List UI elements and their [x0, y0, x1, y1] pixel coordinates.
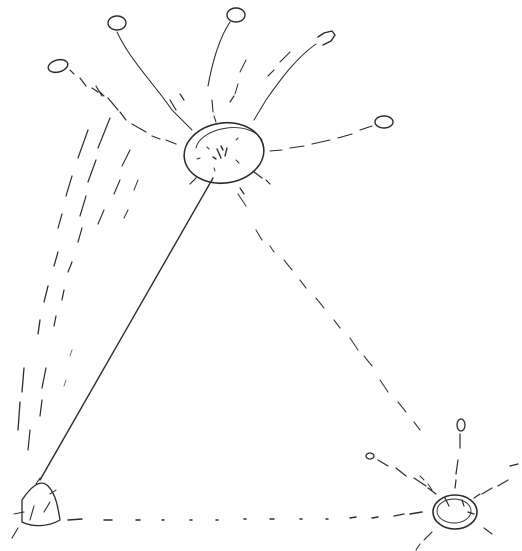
- satellite-node: [254, 31, 335, 120]
- lower-left-node: [12, 478, 60, 538]
- edge-upper-to-lower-right: [238, 194, 420, 430]
- left-arc-strokes: [18, 118, 138, 450]
- upper-hub-satellites: [47, 8, 393, 194]
- satellite-node: [455, 419, 465, 488]
- satellite-node: [366, 453, 436, 494]
- satellite-node: [474, 464, 518, 498]
- edge-upper-to-lower-left: [40, 178, 213, 480]
- lower-right-hub-satellites: [366, 419, 518, 550]
- satellite-node: [208, 8, 246, 122]
- upper-hub-node: [180, 118, 268, 189]
- lower-right-hub-node: [433, 495, 477, 529]
- edge-lower-left-to-lower-right: [68, 512, 422, 520]
- satellite-node: [270, 116, 393, 151]
- satellite-node: [47, 58, 176, 144]
